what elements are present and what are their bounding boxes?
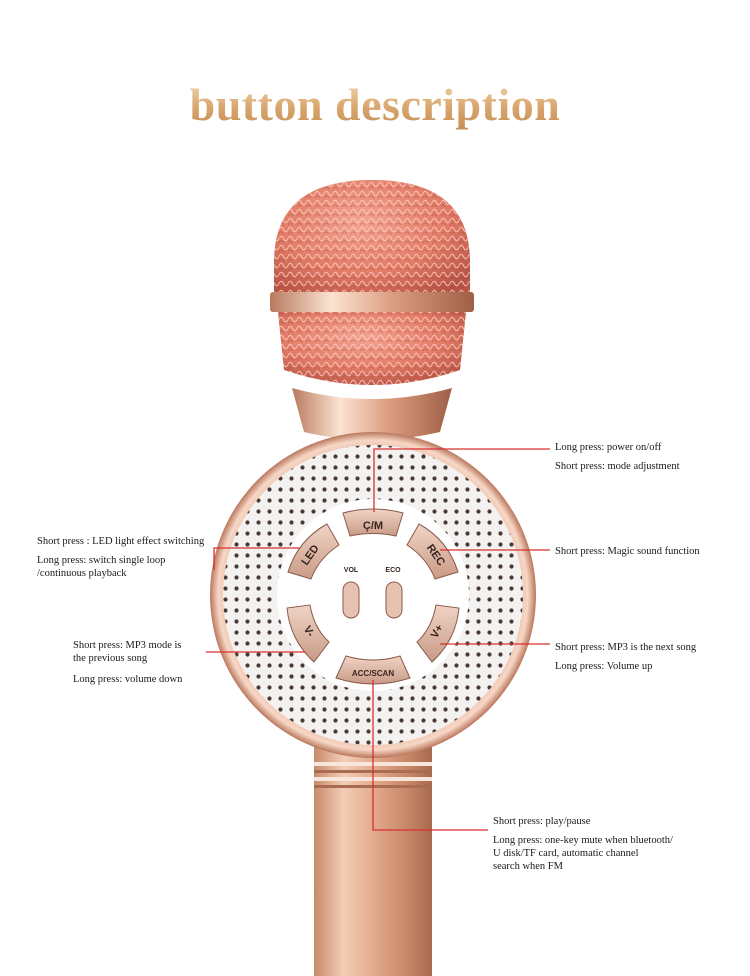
play-pause-button[interactable]: ACC/SCAN <box>335 655 411 685</box>
vol-switch[interactable] <box>342 581 360 619</box>
inner-switches: VOL ECO <box>342 567 403 619</box>
microphone-head <box>270 180 474 385</box>
mode-button[interactable]: Ç/M <box>342 508 404 537</box>
page-title: button description <box>0 78 750 131</box>
microphone-neck <box>292 388 452 440</box>
volume-up-label: V+ <box>429 623 446 641</box>
eco-switch[interactable] <box>385 581 403 619</box>
eco-switch-label: ECO <box>385 567 401 574</box>
annotation-magic: Short press: Magic sound function <box>555 546 700 557</box>
annotation-prev: Short press: MP3 mode is the previous so… <box>73 640 183 685</box>
callout-lines <box>206 448 550 831</box>
annotation-next: Short press: MP3 is the next song Long p… <box>555 642 697 672</box>
callout-power <box>373 448 550 512</box>
control-buttons: Ç/M LED REC V+ V- ACC/SCAN VOL EC <box>286 508 460 685</box>
vol-switch-label: VOL <box>344 567 359 574</box>
annotation-play: Short press: play/pause Long press: one-… <box>493 816 673 872</box>
annotation-led: Short press : LED light effect switching… <box>37 536 205 579</box>
volume-down-button[interactable]: V- <box>286 604 330 663</box>
play-pause-label: ACC/SCAN <box>352 669 394 678</box>
rec-button[interactable]: REC <box>406 523 459 580</box>
annotation-power: Long press: power on/off Short press: mo… <box>555 442 680 472</box>
led-button[interactable]: LED <box>287 523 340 580</box>
callout-led <box>213 547 300 570</box>
mode-button-label: Ç/M <box>363 520 383 532</box>
callout-play <box>372 680 488 831</box>
volume-up-button[interactable]: V+ <box>416 604 460 663</box>
